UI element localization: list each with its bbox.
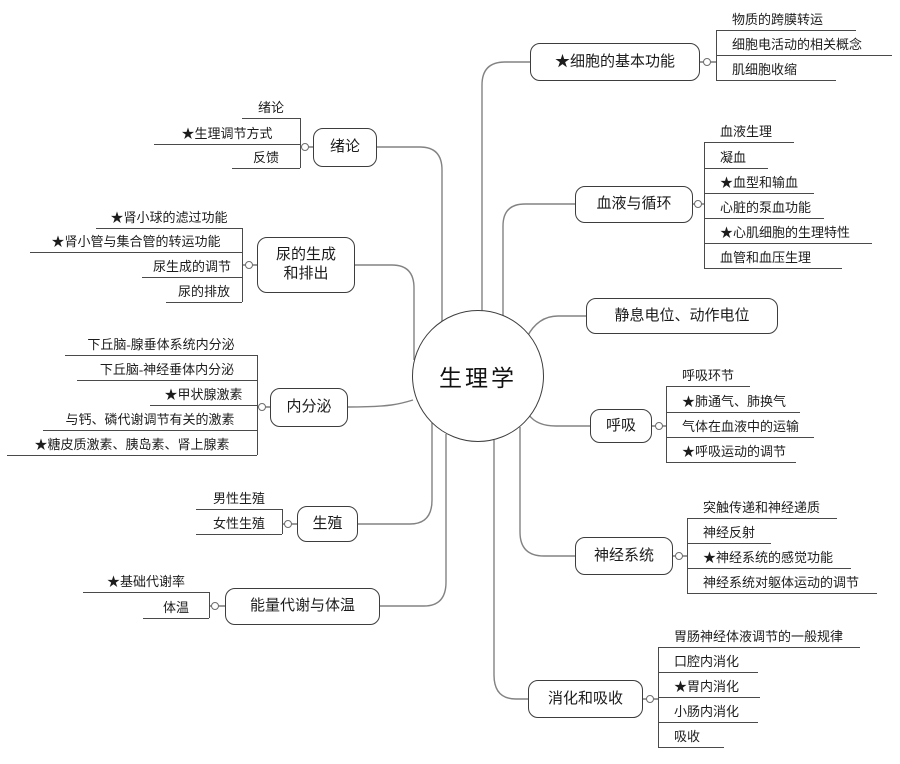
subtopic[interactable]: 吸收 xyxy=(658,729,724,748)
branch-bracket xyxy=(666,386,667,462)
collapse-toggle-icon[interactable] xyxy=(245,261,253,269)
collapse-toggle-icon[interactable] xyxy=(211,602,219,610)
subtopic[interactable]: 与钙、磷代谢调节有关的激素 xyxy=(43,412,257,431)
subtopic[interactable]: 绪论 xyxy=(242,100,300,119)
collapse-toggle-icon[interactable] xyxy=(655,422,663,430)
node-nervous-system[interactable]: 神经系统 xyxy=(575,537,673,575)
branch-bracket xyxy=(209,592,210,618)
subtopic[interactable]: 口腔内消化 xyxy=(658,654,758,673)
node-blood-circulation[interactable]: 血液与循环 xyxy=(575,186,693,223)
node-cell-basic-functions[interactable]: ★细胞的基本功能 xyxy=(530,43,700,81)
subtopic[interactable]: 下丘脑-腺垂体系统内分泌 xyxy=(65,337,257,356)
subtopic[interactable]: ★肾小球的滤过功能 xyxy=(96,210,242,229)
node-label-line: 尿的生成 xyxy=(275,247,336,264)
subtopic[interactable]: 尿生成的调节 xyxy=(142,259,242,278)
subtopic[interactable]: 神经反射 xyxy=(687,525,771,544)
edge-urine xyxy=(355,264,415,360)
collapse-toggle-icon[interactable] xyxy=(675,552,683,560)
edge-nervous xyxy=(519,427,575,557)
node-endocrine[interactable]: 内分泌 xyxy=(270,388,348,427)
subtopic[interactable]: 神经系统对躯体运动的调节 xyxy=(687,575,877,594)
branch-bracket xyxy=(242,228,243,302)
branch-bracket xyxy=(704,142,705,268)
edge-reproduction xyxy=(358,423,433,525)
edge-introduction xyxy=(377,146,443,321)
node-reproduction[interactable]: 生殖 xyxy=(297,506,358,542)
subtopic[interactable]: 呼吸环节 xyxy=(666,368,750,387)
subtopic[interactable]: ★糖皮质激素、胰岛素、肾上腺素 xyxy=(7,437,257,456)
collapse-toggle-icon[interactable] xyxy=(694,200,702,208)
node-resting-action-potential[interactable]: 静息电位、动作电位 xyxy=(586,298,778,334)
subtopic[interactable]: 物质的跨膜转运 xyxy=(716,12,856,31)
branch-bracket xyxy=(300,118,301,168)
collapse-toggle-icon[interactable] xyxy=(284,520,292,528)
subtopic[interactable]: 男性生殖 xyxy=(196,491,282,510)
subtopic[interactable]: 体温 xyxy=(143,600,209,619)
node-respiration[interactable]: 呼吸 xyxy=(590,409,652,443)
branch-bracket xyxy=(257,355,258,455)
collapse-toggle-icon[interactable] xyxy=(258,403,266,411)
subtopic[interactable]: 下丘脑-神经垂体内分泌 xyxy=(77,362,257,381)
subtopic[interactable]: ★甲状腺激素 xyxy=(150,387,257,406)
subtopic[interactable]: 突触传递和神经递质 xyxy=(687,500,837,519)
subtopic[interactable]: 心脏的泵血功能 xyxy=(704,200,824,219)
subtopic[interactable]: ★心肌细胞的生理特性 xyxy=(704,225,872,244)
subtopic[interactable]: ★生理调节方式 xyxy=(154,126,300,145)
subtopic[interactable]: 血液生理 xyxy=(704,124,794,143)
edge-respiration xyxy=(528,414,590,427)
subtopic[interactable]: 凝血 xyxy=(704,150,768,169)
subtopic[interactable]: ★胃内消化 xyxy=(658,679,760,698)
subtopic[interactable]: 反馈 xyxy=(232,150,300,169)
subtopic[interactable]: ★呼吸运动的调节 xyxy=(666,444,796,463)
center-node-physiology[interactable]: 生理学 xyxy=(412,310,544,442)
edge-endocrine xyxy=(347,399,414,408)
edge-digestion xyxy=(493,440,528,700)
node-label-line: 和排出 xyxy=(283,266,329,282)
collapse-toggle-icon[interactable] xyxy=(301,143,309,151)
subtopic[interactable]: ★神经系统的感觉功能 xyxy=(687,550,851,569)
subtopic[interactable]: 气体在血液中的运输 xyxy=(666,419,814,438)
subtopic[interactable]: 小肠内消化 xyxy=(658,704,758,723)
node-digestion-absorption[interactable]: 消化和吸收 xyxy=(528,680,643,718)
edge-energy xyxy=(380,434,447,607)
node-urine-formation[interactable]: 尿的生成 和排出 xyxy=(257,237,355,293)
subtopic[interactable]: ★基础代谢率 xyxy=(83,574,209,593)
node-energy-metabolism[interactable]: 能量代谢与体温 xyxy=(225,588,380,625)
subtopic[interactable]: 尿的排放 xyxy=(166,284,242,303)
subtopic[interactable]: 胃肠神经体液调节的一般规律 xyxy=(658,629,860,648)
subtopic[interactable]: 血管和血压生理 xyxy=(704,250,842,269)
collapse-toggle-icon[interactable] xyxy=(703,58,711,66)
branch-bracket xyxy=(282,509,283,534)
branch-bracket xyxy=(687,518,688,593)
subtopic[interactable]: ★肺通气、肺换气 xyxy=(666,394,800,413)
subtopic[interactable]: 细胞电活动的相关概念 xyxy=(716,37,892,56)
node-introduction[interactable]: 绪论 xyxy=(313,128,377,167)
subtopic[interactable]: 女性生殖 xyxy=(196,516,282,535)
subtopic[interactable]: ★血型和输血 xyxy=(704,175,814,194)
subtopic[interactable]: 肌细胞收缩 xyxy=(716,62,836,81)
edge-blood xyxy=(502,203,575,318)
collapse-toggle-icon[interactable] xyxy=(646,695,654,703)
subtopic[interactable]: ★肾小管与集合管的转运功能 xyxy=(30,234,242,253)
edge-potential xyxy=(526,315,586,338)
edge-cell xyxy=(481,61,530,312)
